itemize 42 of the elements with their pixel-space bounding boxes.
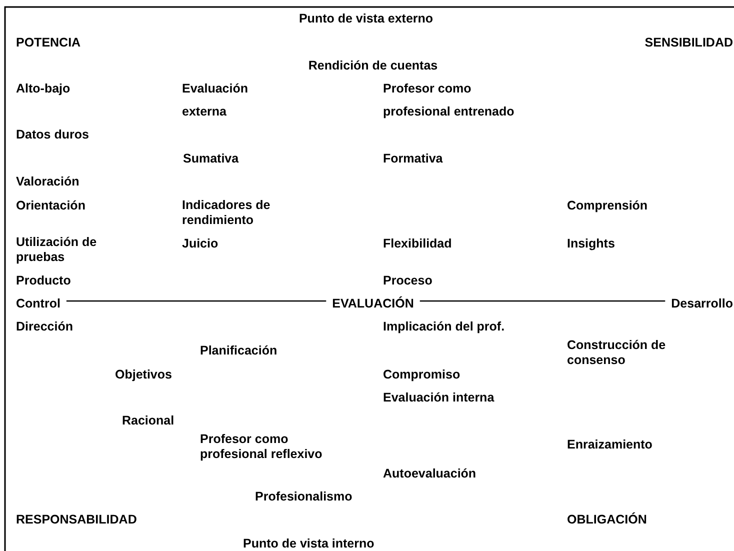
axis-term: Desarrollo bbox=[665, 296, 734, 312]
label-text: RESPONSABILIDAD bbox=[16, 512, 137, 528]
label-text: Datos duros bbox=[16, 128, 89, 142]
label-text: Racional bbox=[122, 414, 174, 428]
label-text: Indicadores de rendimiento bbox=[182, 198, 272, 228]
label-text: Construcción de consenso bbox=[567, 338, 667, 368]
connector-line bbox=[66, 300, 326, 302]
label-text: Implicación del prof. bbox=[383, 320, 505, 334]
label-text: Alto-bajo bbox=[16, 82, 70, 96]
label-text: Objetivos bbox=[115, 368, 172, 382]
label-text: Punto de vista interno bbox=[243, 536, 374, 551]
label-text: Sumativa bbox=[183, 152, 239, 166]
label-text: SENSIBILIDAD bbox=[644, 36, 733, 50]
label-text: Juicio bbox=[182, 236, 218, 252]
label-text: Valoración bbox=[16, 174, 80, 190]
label-text: Evaluación interna bbox=[383, 390, 494, 406]
label-text: Producto bbox=[16, 274, 71, 288]
label-text: Enraizamiento bbox=[567, 438, 652, 452]
label-text: Comprensión bbox=[567, 198, 648, 214]
label-text: Autoevaluación bbox=[383, 466, 476, 482]
label-text: Evaluación bbox=[182, 82, 248, 96]
label-text: Proceso bbox=[383, 274, 432, 288]
label-text: Profesor como bbox=[383, 82, 472, 96]
label-text: externa bbox=[182, 104, 226, 120]
label-text: OBLIGACIÓN bbox=[567, 512, 647, 528]
label-text: Flexibilidad bbox=[383, 236, 452, 252]
label-text: Insights bbox=[567, 236, 615, 252]
label-text: Planificación bbox=[200, 344, 278, 358]
label-text: POTENCIA bbox=[16, 36, 81, 50]
label-text: Utilización de pruebas bbox=[16, 235, 98, 265]
label-text: Orientación bbox=[16, 198, 86, 214]
axis-term: Control bbox=[10, 296, 66, 312]
axis-term: EVALUACIÓN bbox=[326, 296, 420, 312]
label-text: Rendición de cuentas bbox=[308, 58, 438, 74]
label-text: profesional entrenado bbox=[383, 104, 514, 120]
label-text: Formativa bbox=[383, 152, 443, 166]
label-text: Compromiso bbox=[383, 368, 460, 382]
label-text: Profesionalismo bbox=[255, 490, 352, 504]
connector-line bbox=[420, 300, 666, 302]
label-text: Punto de vista externo bbox=[298, 12, 434, 26]
label-text: Profesor como profesional reflexivo bbox=[200, 432, 324, 462]
label-text: Dirección bbox=[16, 320, 73, 334]
